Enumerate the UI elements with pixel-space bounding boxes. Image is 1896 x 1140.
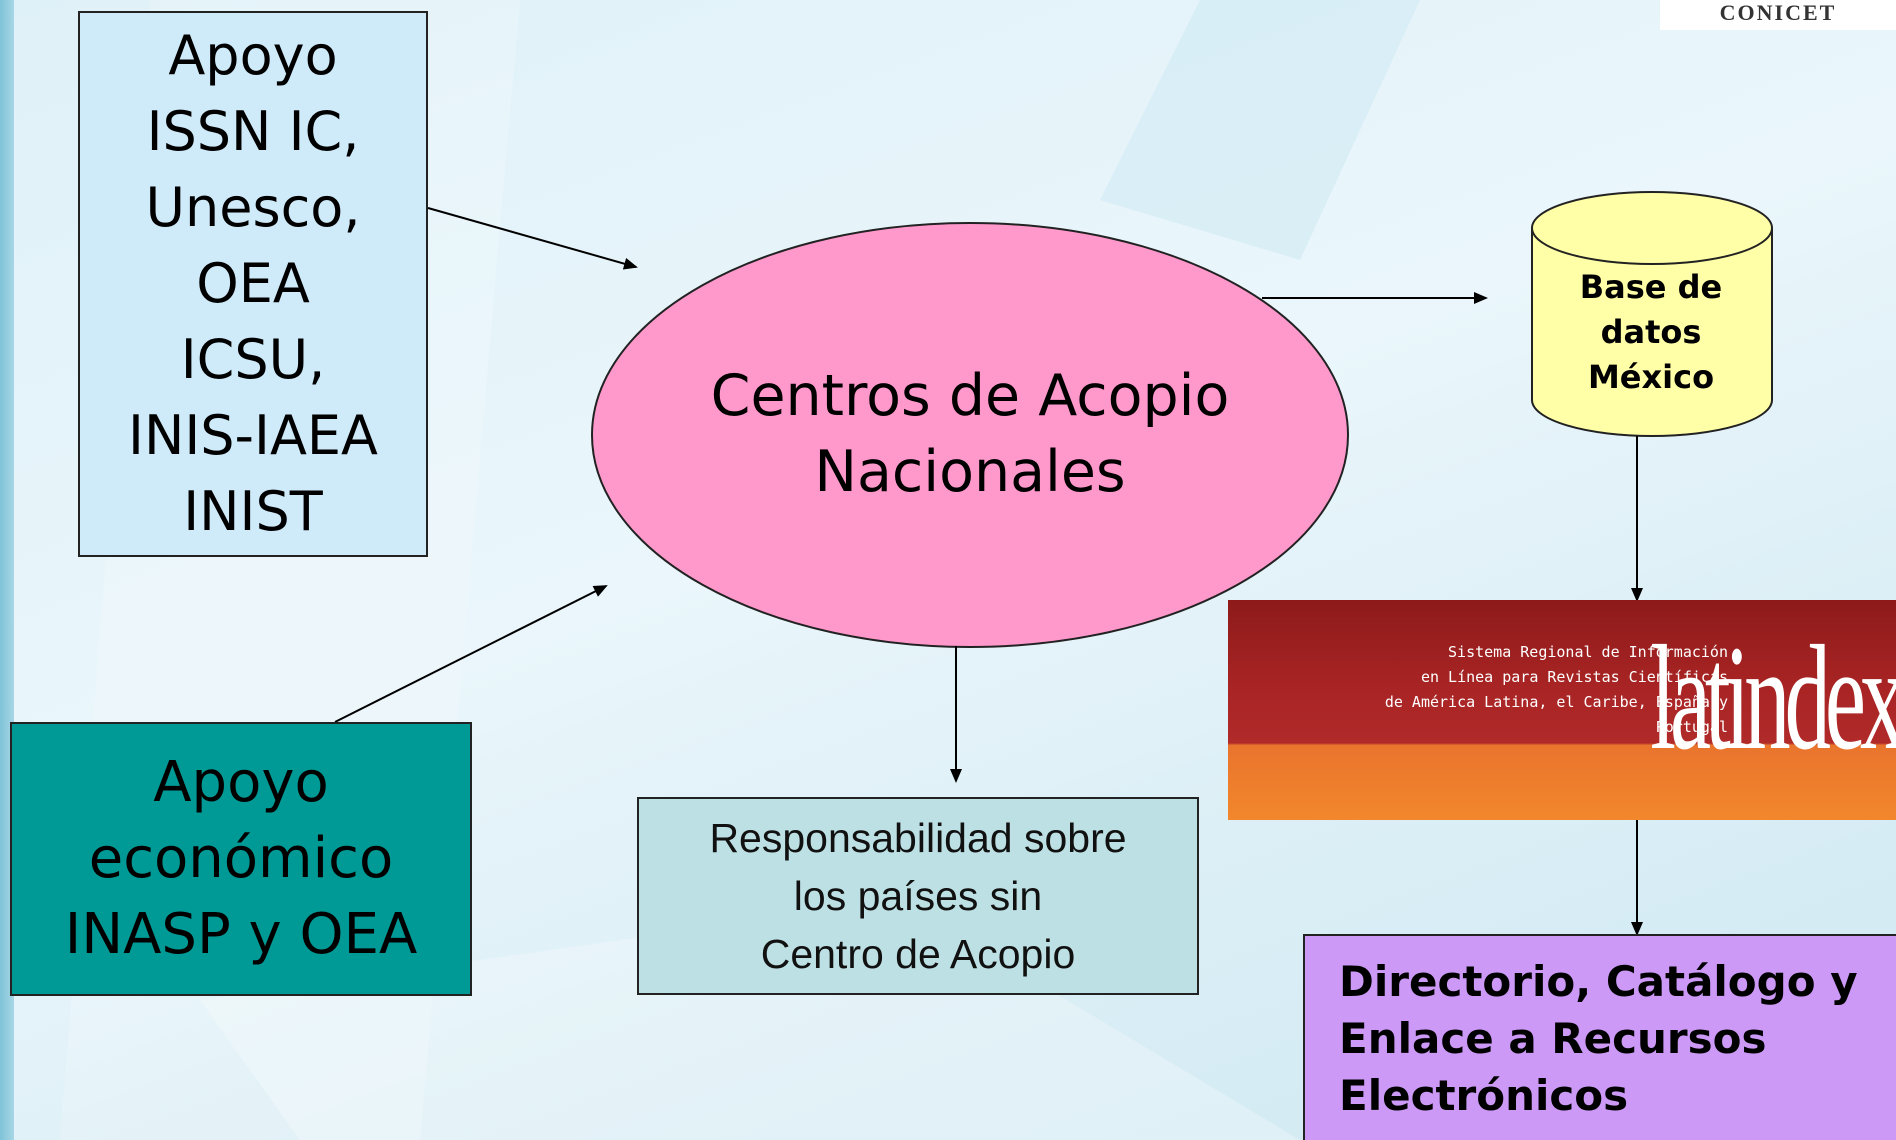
directory-catalog-box: Directorio, Catálogo y Enlace a Recursos… <box>1303 934 1896 1140</box>
support-organizations-box: Apoyo ISSN IC, Unesco, OEA ICSU, INIS-IA… <box>78 11 428 557</box>
responsibility-box: Responsabilidad sobre los países sin Cen… <box>637 797 1199 995</box>
arrow-support-to-center <box>427 207 638 270</box>
latindex-logo: latindex <box>1650 615 1896 781</box>
background-stripe <box>200 900 1300 1140</box>
center-node-label: Centros de Acopio Nacionales <box>710 363 1230 505</box>
economic-support-box: Apoyo económico INASP y OEA <box>10 722 472 996</box>
database-label: Base de datos México <box>1579 268 1723 396</box>
arrow-economic-to-center <box>334 585 608 723</box>
background-stripe <box>1100 0 1420 260</box>
latindex-banner: Sistema Regional de Información en Línea… <box>1228 600 1896 820</box>
database-cylinder <box>1531 191 1773 437</box>
latindex-caption: Sistema Regional de Información en Línea… <box>1384 643 1728 736</box>
conicet-logo: CONICET <box>1660 0 1896 30</box>
center-ellipse <box>591 222 1349 648</box>
